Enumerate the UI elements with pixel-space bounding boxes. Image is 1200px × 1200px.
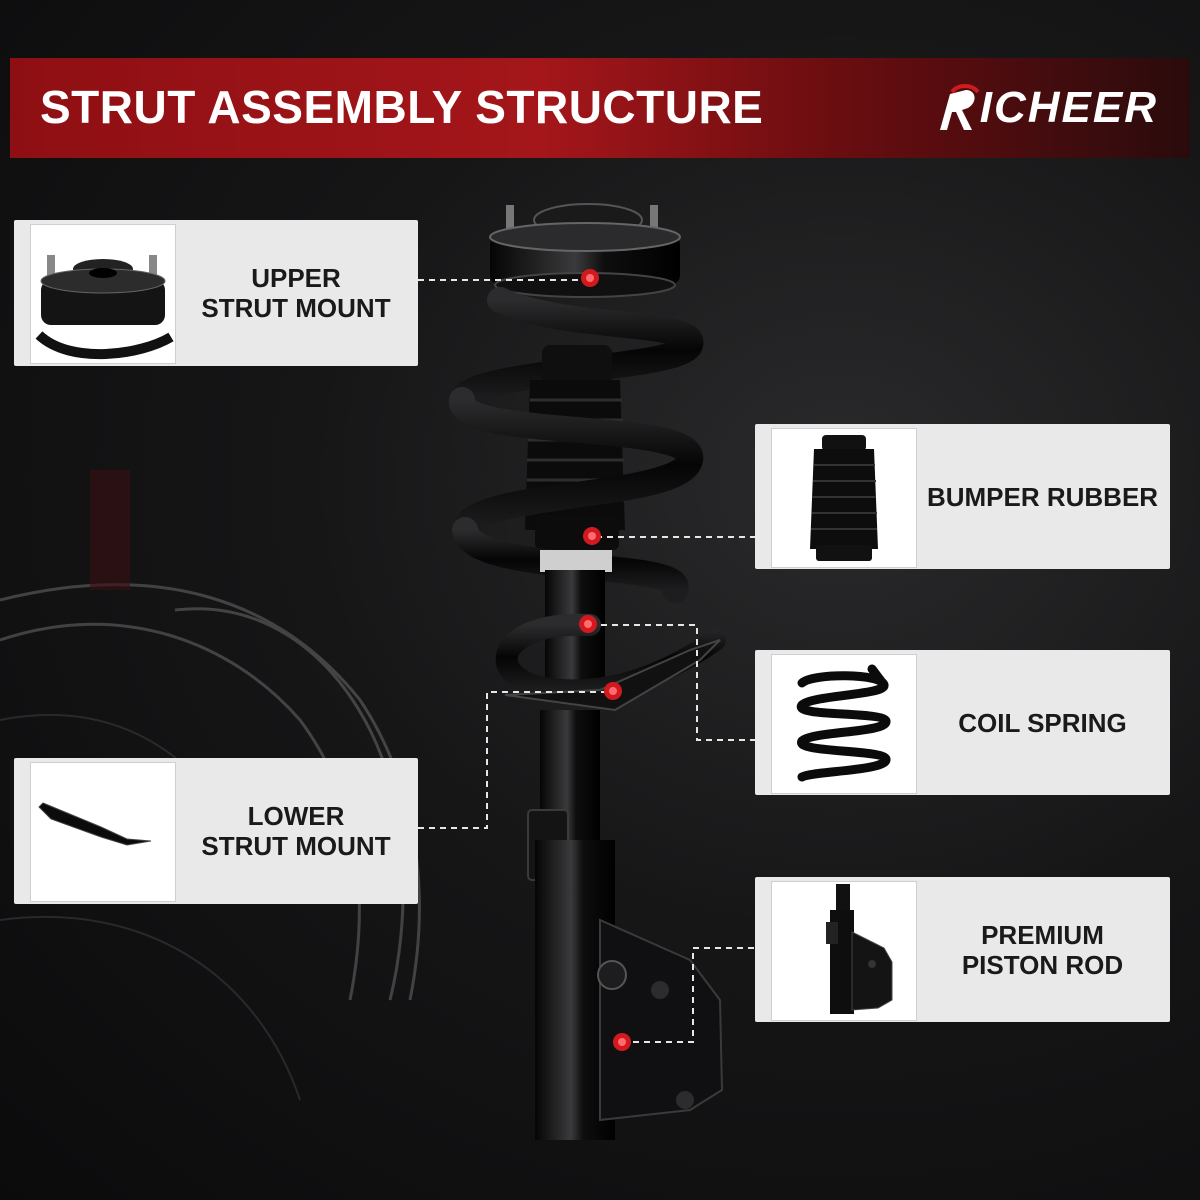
part-label: COIL SPRING <box>958 707 1127 738</box>
part-label: UPPER STRUT MOUNT <box>201 263 391 323</box>
part-label: BUMPER RUBBER <box>926 481 1159 512</box>
bumper-rubber-image <box>771 428 917 568</box>
coil-spring-image <box>771 654 917 794</box>
marker-dots <box>579 269 631 1051</box>
piston-rod-image <box>771 881 917 1021</box>
part-card-lower-strut-mount: LOWER STRUT MOUNT <box>14 758 418 904</box>
brand-r-icon <box>939 84 980 130</box>
brand-logo: ICHEER <box>936 80 1158 136</box>
part-card-coil-spring: COIL SPRING <box>755 650 1170 795</box>
brand-name: ICHEER <box>979 83 1158 132</box>
lower-strut-mount-image <box>30 762 176 902</box>
upper-strut-mount-image <box>30 224 176 364</box>
part-card-upper-strut-mount: UPPER STRUT MOUNT <box>14 220 418 366</box>
part-label: PREMIUM PISTON ROD <box>961 919 1124 980</box>
page-title: STRUT ASSEMBLY STRUCTURE <box>40 81 764 133</box>
header-banner: STRUT ASSEMBLY STRUCTURE ICHEER <box>10 58 1190 158</box>
part-card-premium-piston-rod: PREMIUM PISTON ROD <box>755 877 1170 1022</box>
part-card-bumper-rubber: BUMPER RUBBER <box>755 424 1170 569</box>
part-label: LOWER STRUT MOUNT <box>201 801 391 861</box>
